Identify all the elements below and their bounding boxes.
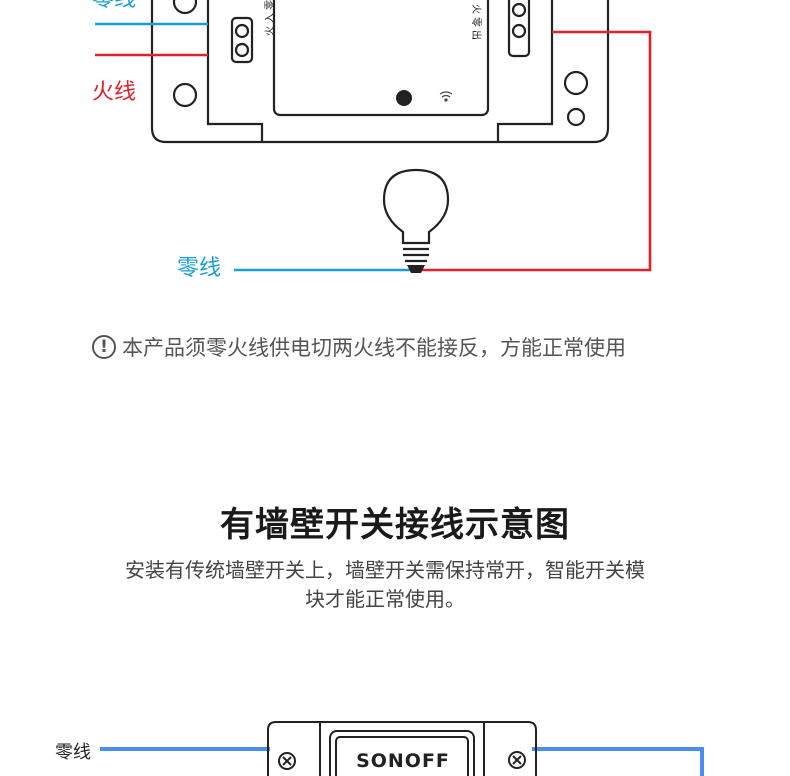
live-label: 火线: [92, 80, 137, 105]
notice-text: 本产品须零火线供电切两火线不能接反，方能正常使用: [122, 336, 626, 360]
section-description: 安装有传统墙壁开关上，墙壁开关需保持常开，智能开关模块才能正常使用。: [125, 558, 645, 611]
bulb-base-icon: [407, 265, 425, 273]
section-title: 有墙壁开关接线示意图: [220, 505, 570, 545]
live-wire-out: [418, 30, 652, 272]
wifi-icon: [439, 91, 453, 102]
neutral-label-bottom: 零线: [177, 256, 222, 281]
wiring-notice: ! 本产品须零火线供电切两火线不能接反，方能正常使用: [92, 332, 626, 362]
device-input-label: 火入零: [265, 0, 276, 36]
light-bulb-icon: [382, 168, 450, 263]
bottom-neutral-label: 零线: [55, 742, 91, 763]
bottom-neutral-wire-out: [532, 747, 704, 776]
exclamation-circle-icon: !: [92, 335, 116, 359]
status-led-icon: [396, 90, 412, 106]
neutral-label-top: 零线: [92, 0, 136, 11]
device-output-label: 火零出: [470, 4, 481, 43]
sonoff-brand-logo: SONOFF: [356, 750, 450, 772]
smart-switch-module-top: [150, 0, 610, 144]
smart-switch-module-bottom: [267, 721, 537, 776]
